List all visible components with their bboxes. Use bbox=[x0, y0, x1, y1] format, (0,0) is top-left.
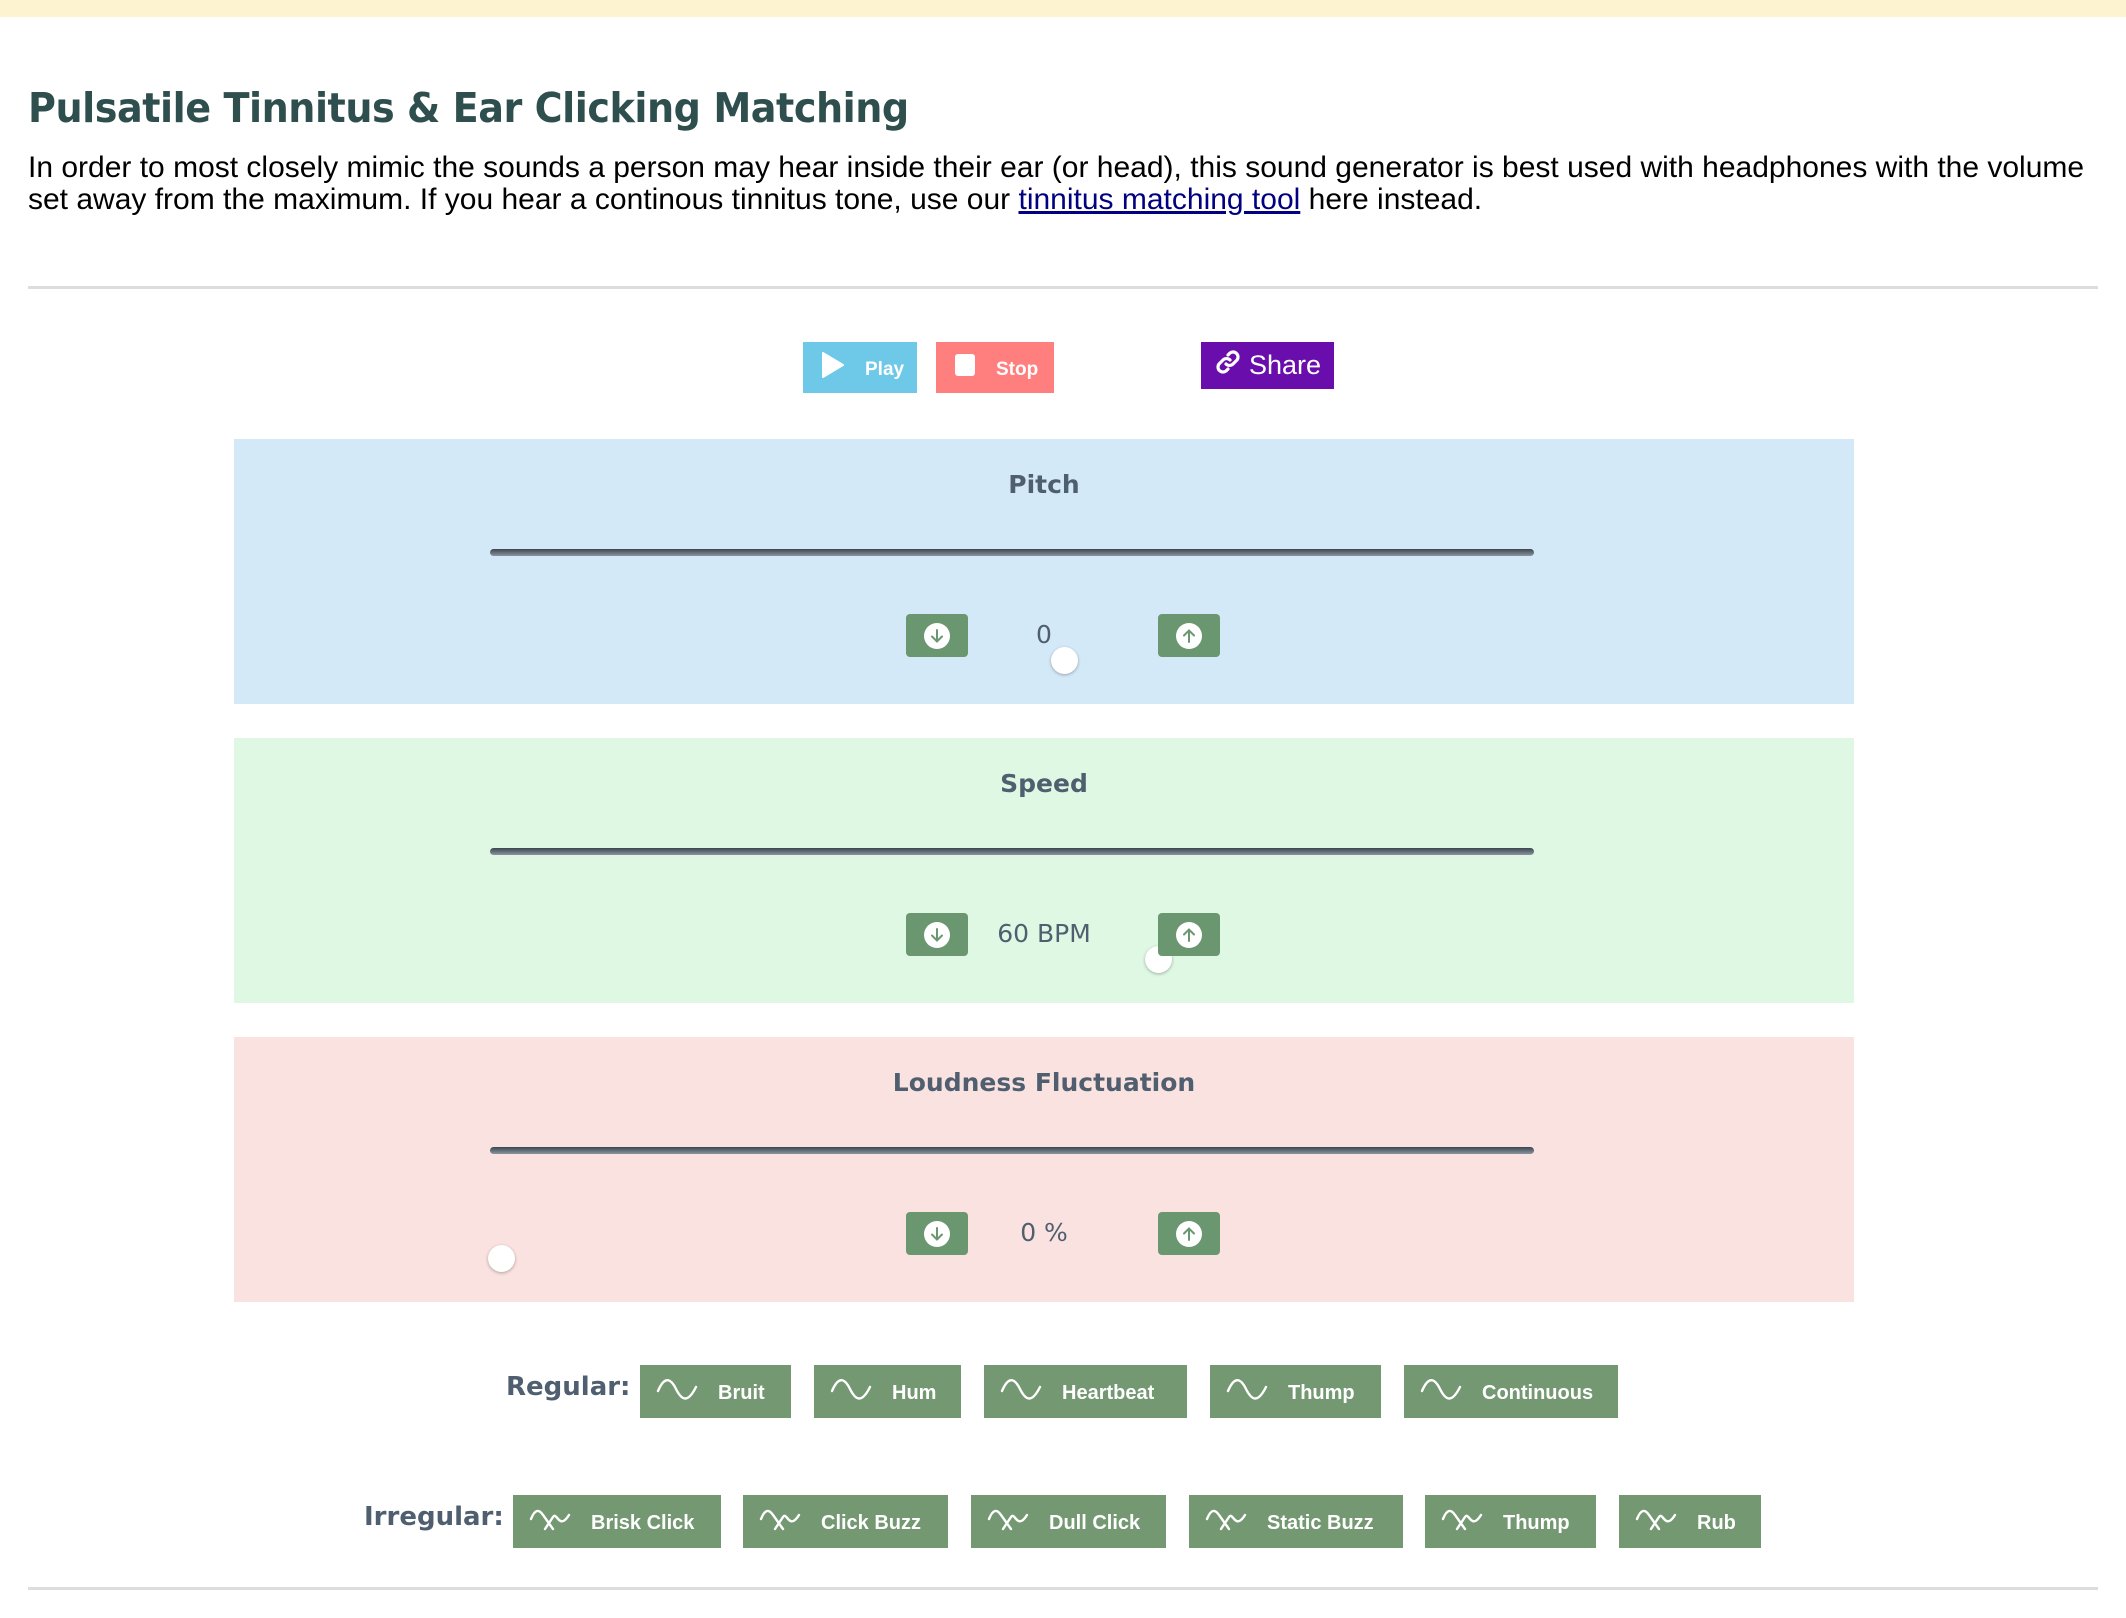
sound-label: Brisk Click bbox=[591, 1512, 695, 1534]
arrow-down-circle-icon bbox=[924, 1220, 950, 1247]
intro-paragraph: In order to most closely mimic the sound… bbox=[28, 152, 2098, 216]
tinnitus-matching-tool-link[interactable]: tinnitus matching tool bbox=[1018, 183, 1301, 216]
sound-button-irregular-thump[interactable]: Thump bbox=[1425, 1495, 1596, 1548]
irregular-wave-icon bbox=[987, 1505, 1031, 1541]
speed-increase-button[interactable] bbox=[1158, 913, 1220, 956]
loudness-slider[interactable] bbox=[488, 1147, 1534, 1272]
arrow-up-circle-icon bbox=[1176, 921, 1202, 948]
pitch-slider[interactable] bbox=[490, 549, 1534, 674]
intro-text-end: here instead. bbox=[1300, 183, 1483, 216]
sine-wave-icon bbox=[1420, 1375, 1464, 1411]
sound-label: Continuous bbox=[1482, 1382, 1594, 1404]
pitch-panel: Pitch 0 bbox=[234, 439, 1854, 704]
pitch-decrease-button[interactable] bbox=[906, 614, 968, 657]
sound-label: Dull Click bbox=[1049, 1512, 1141, 1534]
sound-label: Thump bbox=[1288, 1382, 1355, 1404]
sound-button-brisk-click[interactable]: Brisk Click bbox=[513, 1495, 721, 1548]
share-button[interactable]: Share bbox=[1201, 342, 1334, 389]
sound-button-bruit[interactable]: Bruit bbox=[640, 1365, 791, 1418]
pitch-slider-thumb[interactable] bbox=[1051, 647, 1079, 674]
sound-button-continuous[interactable]: Continuous bbox=[1404, 1365, 1618, 1418]
top-banner bbox=[0, 0, 2126, 17]
divider-bottom bbox=[28, 1587, 2098, 1590]
sine-wave-icon bbox=[830, 1375, 874, 1411]
speed-slider[interactable] bbox=[490, 848, 1534, 973]
sound-label: Thump bbox=[1503, 1512, 1570, 1534]
page-title: Pulsatile Tinnitus & Ear Clicking Matchi… bbox=[28, 84, 909, 132]
sound-label: Heartbeat bbox=[1062, 1382, 1155, 1404]
sound-label: Bruit bbox=[718, 1382, 765, 1404]
loudness-slider-thumb[interactable] bbox=[488, 1245, 515, 1272]
link-icon bbox=[1215, 349, 1241, 382]
stop-button[interactable]: Stop bbox=[936, 342, 1054, 393]
divider-top bbox=[28, 286, 2098, 289]
sound-button-heartbeat[interactable]: Heartbeat bbox=[984, 1365, 1187, 1418]
sound-button-click-buzz[interactable]: Click Buzz bbox=[743, 1495, 948, 1548]
arrow-up-circle-icon bbox=[1176, 1220, 1202, 1247]
loudness-decrease-button[interactable] bbox=[906, 1212, 968, 1255]
sound-label: Static Buzz bbox=[1267, 1512, 1374, 1534]
irregular-wave-icon bbox=[759, 1505, 803, 1541]
sound-label: Click Buzz bbox=[821, 1512, 922, 1534]
speed-value: 60 BPM bbox=[997, 919, 1091, 948]
speed-decrease-button[interactable] bbox=[906, 913, 968, 956]
stop-label: Stop bbox=[996, 358, 1039, 380]
share-label: Share bbox=[1249, 350, 1322, 380]
irregular-wave-icon bbox=[1205, 1505, 1249, 1541]
sound-label: Rub bbox=[1697, 1512, 1736, 1534]
loudness-value: 0 % bbox=[1020, 1218, 1068, 1247]
pitch-value: 0 bbox=[1036, 620, 1052, 649]
play-icon bbox=[821, 351, 845, 384]
loudness-increase-button[interactable] bbox=[1158, 1212, 1220, 1255]
arrow-up-circle-icon bbox=[1176, 622, 1202, 649]
sound-button-dull-click[interactable]: Dull Click bbox=[971, 1495, 1166, 1548]
sound-label: Hum bbox=[892, 1382, 937, 1404]
irregular-wave-icon bbox=[529, 1505, 573, 1541]
sound-button-thump[interactable]: Thump bbox=[1210, 1365, 1381, 1418]
arrow-down-circle-icon bbox=[924, 921, 950, 948]
speed-panel: Speed 60 BPM bbox=[234, 738, 1854, 1003]
stop-icon bbox=[954, 353, 976, 383]
sound-button-static-buzz[interactable]: Static Buzz bbox=[1189, 1495, 1403, 1548]
loudness-fluctuation-panel: Loudness Fluctuation 0 % bbox=[234, 1037, 1854, 1302]
sine-wave-icon bbox=[656, 1375, 700, 1411]
play-label: Play bbox=[865, 358, 905, 380]
sound-button-hum[interactable]: Hum bbox=[814, 1365, 961, 1418]
pitch-increase-button[interactable] bbox=[1158, 614, 1220, 657]
speed-title: Speed bbox=[1000, 769, 1088, 798]
regular-label: Regular: bbox=[506, 1372, 631, 1402]
sound-button-rub[interactable]: Rub bbox=[1619, 1495, 1761, 1548]
play-button[interactable]: Play bbox=[803, 342, 917, 393]
intro-text: In order to most closely mimic the sound… bbox=[28, 151, 2085, 216]
sine-wave-icon bbox=[1000, 1375, 1044, 1411]
irregular-label: Irregular: bbox=[364, 1502, 504, 1532]
irregular-wave-icon bbox=[1635, 1505, 1679, 1541]
loudness-title: Loudness Fluctuation bbox=[892, 1068, 1196, 1097]
arrow-down-circle-icon bbox=[924, 622, 950, 649]
sine-wave-icon bbox=[1226, 1375, 1270, 1411]
pitch-title: Pitch bbox=[1008, 470, 1080, 499]
irregular-wave-icon bbox=[1441, 1505, 1485, 1541]
